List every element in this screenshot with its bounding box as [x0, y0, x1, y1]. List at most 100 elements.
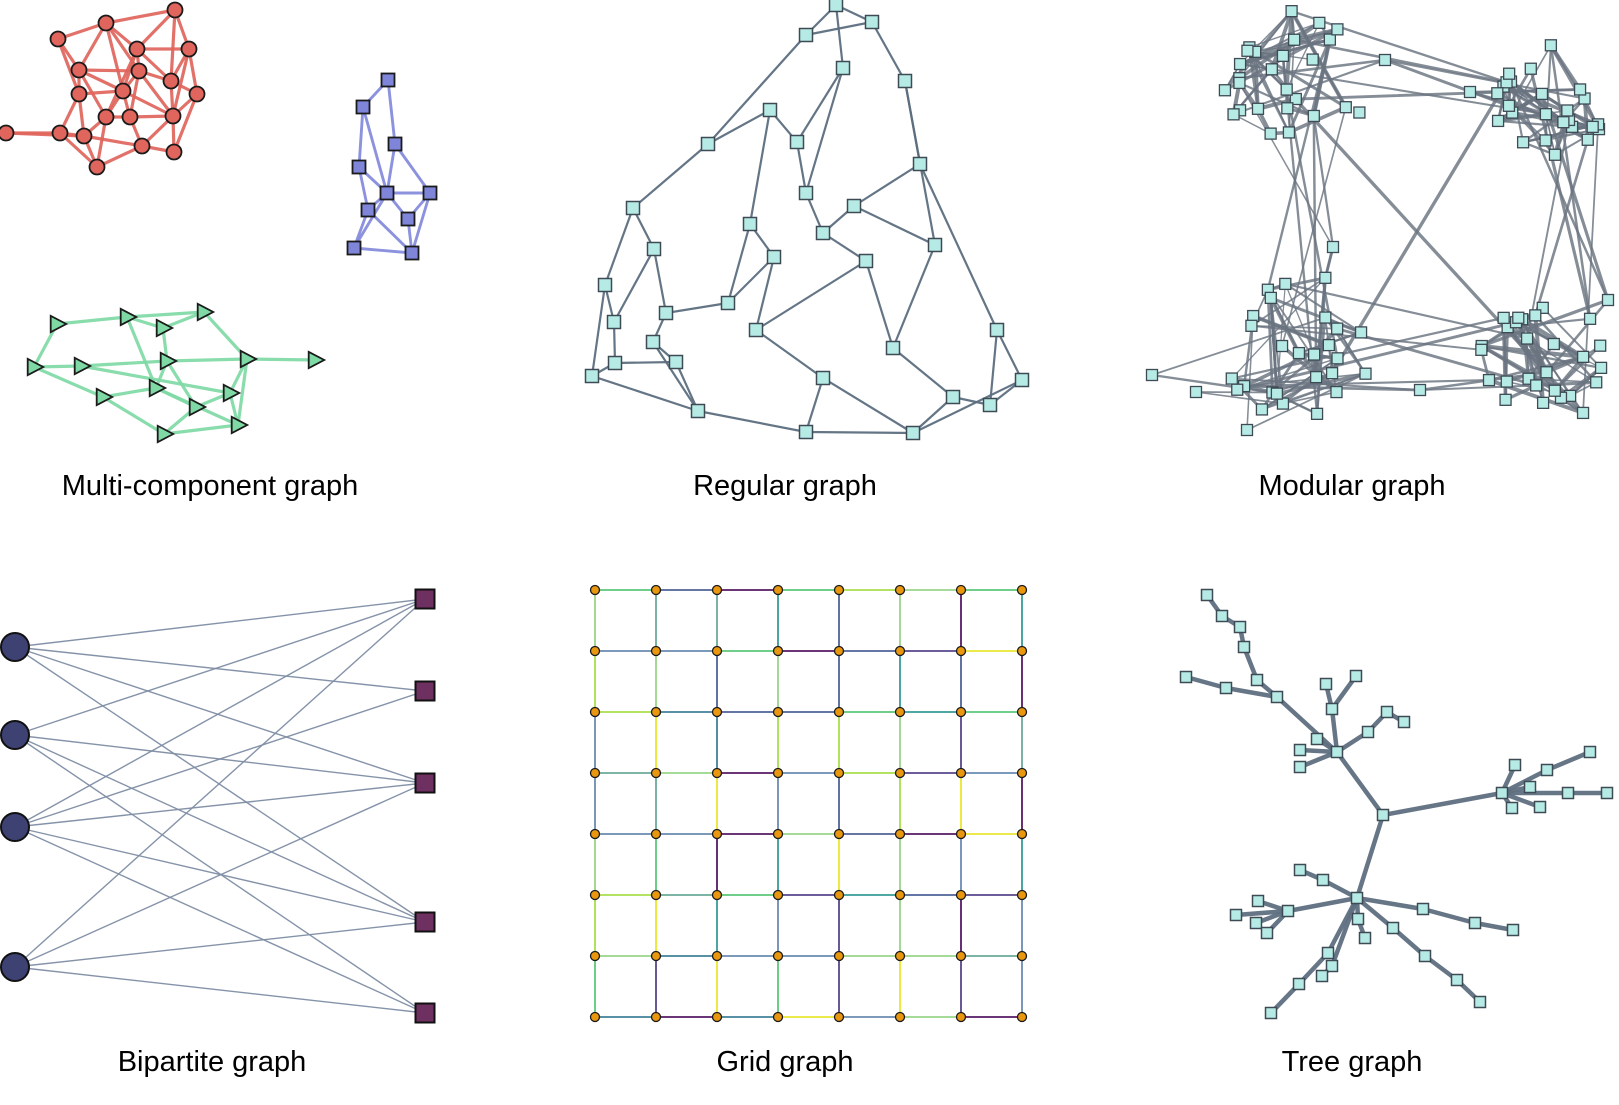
graph-node — [1233, 620, 1247, 634]
graph-edge — [14, 646, 426, 692]
graph-edge — [1549, 43, 1582, 92]
graph-edge — [125, 315, 158, 390]
graph-node — [1251, 894, 1265, 908]
graph-node — [1281, 102, 1294, 115]
graph-edge — [1281, 106, 1347, 347]
graph-node — [833, 828, 845, 840]
graph-node — [700, 136, 716, 152]
graph-node — [846, 198, 862, 214]
graph-edge — [14, 646, 426, 784]
graph-node — [1240, 423, 1254, 437]
graph-edge — [77, 68, 141, 73]
graph-node — [864, 14, 880, 30]
graph-node — [1331, 352, 1344, 365]
graph-edge — [1499, 790, 1543, 810]
graph-edge — [162, 423, 240, 436]
graph-node — [589, 584, 601, 596]
graph-node — [1016, 950, 1028, 962]
graph-node — [1265, 63, 1278, 76]
graph-node — [414, 1002, 436, 1024]
graph-node — [148, 378, 168, 398]
graph-node — [835, 60, 851, 76]
graph-node — [1590, 376, 1603, 389]
graph-node — [1397, 715, 1411, 729]
graph-edge — [361, 105, 389, 195]
graph-node — [1554, 391, 1568, 404]
graph-node — [894, 828, 906, 840]
graph-node — [1306, 53, 1319, 66]
nodes-layer — [1145, 5, 1615, 437]
graph-edge — [14, 690, 426, 828]
graph-node — [1380, 705, 1394, 719]
graph-edge — [754, 328, 825, 380]
graph-edge — [706, 108, 772, 146]
graph-node — [894, 584, 906, 596]
graph-node — [894, 889, 906, 901]
graph-node — [772, 1011, 784, 1023]
edges-layer — [594, 589, 1023, 1018]
graph-edge — [1480, 298, 1610, 348]
graph-edge — [995, 328, 1024, 382]
edges-layer — [14, 598, 426, 1014]
graph-edge — [1380, 790, 1505, 818]
graph-node — [49, 314, 69, 334]
graph-edge — [1286, 22, 1321, 91]
graph-edge — [1480, 344, 1557, 393]
edges-layer — [1150, 9, 1610, 431]
graph-node — [1376, 808, 1390, 822]
graph-edge — [14, 782, 426, 828]
graph-edge — [14, 598, 426, 648]
graph-node — [905, 425, 921, 441]
graph-node — [894, 767, 906, 779]
graph-node — [833, 584, 845, 596]
graph-node — [1264, 291, 1277, 305]
graph-node — [1275, 339, 1289, 353]
graph-edge — [1183, 674, 1229, 691]
graph-node — [230, 415, 250, 435]
graph-node — [1539, 108, 1553, 121]
graph-node — [927, 237, 943, 253]
graph-node — [49, 30, 67, 48]
graph-node — [222, 383, 242, 403]
graph-node — [815, 225, 831, 241]
graph-node — [894, 950, 906, 962]
bipartite-graph-label: Bipartite graph — [117, 1046, 307, 1078]
graph-edge — [352, 246, 414, 255]
graph-edge — [1238, 58, 1387, 80]
graph-node — [885, 340, 901, 356]
graph-node — [1215, 609, 1229, 623]
graph-node — [1313, 16, 1326, 30]
graph-node — [1322, 338, 1335, 352]
graph-node — [658, 305, 674, 321]
graph-edge — [1246, 315, 1254, 431]
graph-edge — [1544, 44, 1552, 142]
graph-edge — [1290, 9, 1508, 84]
graph-node — [1016, 767, 1028, 779]
graph-node — [1350, 891, 1364, 905]
graph-edge — [169, 8, 177, 83]
graph-edge — [79, 364, 232, 395]
graph-node — [584, 368, 600, 384]
graph-node — [772, 950, 784, 962]
graph-edge — [121, 89, 175, 118]
graph-node — [711, 645, 723, 657]
graph-node — [1016, 584, 1028, 596]
graph-edge — [864, 259, 895, 350]
graph-node — [414, 588, 436, 610]
graph-node — [1473, 995, 1487, 1009]
graph-node — [1548, 384, 1561, 397]
graph-node — [762, 102, 778, 118]
graph-node — [1339, 101, 1352, 114]
graph-edge — [1285, 895, 1360, 914]
graph-edge — [891, 243, 937, 350]
graph-edge — [918, 162, 999, 332]
graph-edge — [1582, 123, 1600, 414]
graph-node — [97, 108, 115, 126]
graph-node — [711, 584, 723, 596]
graph-node — [1529, 309, 1542, 322]
graph-edge — [101, 395, 166, 436]
graph-node — [1293, 760, 1307, 774]
graph-edge — [1383, 58, 1586, 100]
graph-node — [422, 185, 438, 201]
